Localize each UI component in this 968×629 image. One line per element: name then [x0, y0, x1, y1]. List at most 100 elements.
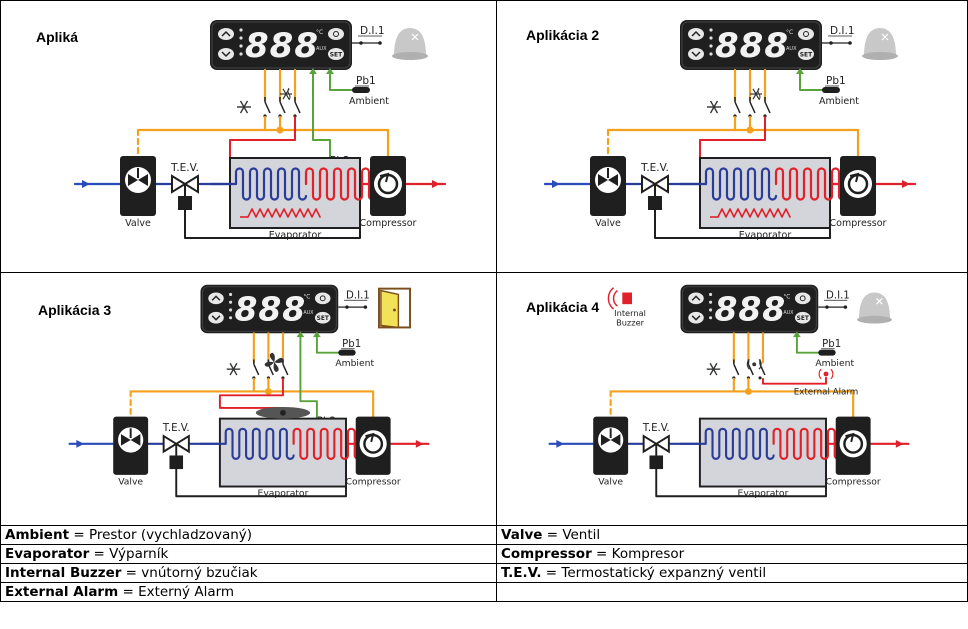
glossary-meaning: Termostatický expanzný ventil	[561, 565, 767, 581]
diagram-3: 888°CAUXSETPb1AmbientPb2D.I.1ValveT.E.V.…	[68, 284, 430, 499]
evaporator: Evaporator	[678, 157, 856, 241]
glossary-separator: =	[121, 565, 142, 581]
di-label: D.I.1	[360, 25, 385, 37]
compressor-label: Compressor	[360, 218, 417, 229]
diagram-2: 888°CAUXSETPb1AmbientD.I.1ValveT.E.V.Eva…	[543, 20, 917, 241]
valve-label: Valve	[118, 477, 143, 488]
set-button-label: SET	[797, 316, 809, 322]
glossary-separator: =	[118, 584, 139, 600]
compressor: Compressor	[360, 156, 417, 229]
ambient-label: Ambient	[819, 96, 859, 107]
up-button-icon	[218, 28, 234, 40]
defrost-icon	[280, 87, 292, 101]
svg-text:°C: °C	[316, 29, 323, 36]
pb1-wire	[799, 69, 823, 91]
valve: Valve	[120, 156, 156, 229]
glossary-separator: =	[69, 527, 89, 543]
power-line	[609, 390, 855, 418]
power-button-icon	[314, 292, 331, 305]
panel-title-3: Aplikácia 3	[36, 301, 114, 319]
snowflake-icon	[706, 362, 721, 376]
evaporator-label: Evaporator	[739, 230, 792, 241]
glossary-meaning: Externý Alarm	[138, 584, 235, 600]
evaporator: Evaporator	[208, 157, 386, 241]
tev: T.E.V.	[162, 423, 190, 470]
glossary-cell: Valve = Ventil	[496, 525, 968, 545]
evaporator-label: Evaporator	[269, 230, 322, 241]
pb1-label: Pb1	[356, 75, 376, 87]
evaporator-label: Evaporator	[738, 488, 789, 499]
red-coil	[292, 427, 371, 460]
alarm-icon	[746, 359, 762, 370]
panel-title-4: Aplikácia 4	[524, 298, 602, 316]
compressor: Compressor	[346, 416, 401, 488]
panel-title-2: Aplikácia 2	[524, 26, 602, 44]
compressor: Compressor	[826, 416, 881, 488]
display-digits: 888	[234, 290, 306, 329]
svg-text:°C: °C	[786, 29, 793, 36]
tev-label: T.E.V.	[640, 162, 669, 174]
snowflake-icon	[237, 100, 251, 114]
power-line	[606, 128, 860, 158]
evaporator: Evaporator	[679, 417, 851, 499]
set-button-label: SET	[330, 52, 343, 59]
glossary-separator: =	[541, 565, 562, 581]
valve-label: Valve	[125, 218, 151, 229]
glossary-term: Internal Buzzer	[5, 565, 122, 581]
external-alarm-label: External Alarm	[794, 387, 859, 397]
set-button	[314, 311, 331, 324]
glossary-cell: Evaporator = Výparník	[0, 544, 497, 564]
red-coil	[774, 167, 856, 201]
pb1-label: Pb1	[342, 339, 361, 350]
ambient-label: Ambient	[815, 358, 854, 369]
glossary-term: External Alarm	[5, 584, 119, 600]
tev: T.E.V.	[642, 423, 670, 470]
bell-icon	[862, 28, 898, 60]
pb1-wire	[315, 332, 340, 354]
tev-label: T.E.V.	[642, 423, 670, 434]
power-button-icon	[794, 292, 811, 305]
ambient-label: Ambient	[335, 358, 374, 369]
blue-coil	[679, 427, 775, 460]
down-button-icon	[218, 48, 234, 60]
display-digits: 888	[714, 290, 786, 329]
glossary-cell: Compressor = Kompresor	[496, 544, 968, 564]
power-line	[136, 128, 390, 158]
bell-icon	[857, 292, 892, 324]
glossary-term: Evaporator	[5, 546, 90, 562]
pb2-wire	[312, 69, 344, 169]
glossary-separator: =	[89, 546, 110, 562]
svg-text:AUX: AUX	[316, 46, 327, 52]
evaporator: Evaporator	[199, 406, 371, 499]
glossary-separator: =	[542, 527, 563, 543]
snowflake-icon	[226, 362, 241, 376]
bell-icon	[392, 28, 428, 60]
display-digits: 888	[245, 26, 319, 66]
valve: Valve	[113, 416, 149, 488]
pb1-wire	[329, 69, 353, 91]
glossary-cell: External Alarm = Externý Alarm	[0, 582, 497, 602]
compressor: Compressor	[830, 156, 887, 229]
svg-text:AUX: AUX	[783, 310, 794, 316]
alarm-icon	[818, 368, 834, 380]
glossary-meaning: Výparník	[109, 546, 169, 562]
blue-coil	[199, 427, 295, 460]
diagram-4: 888°CAUXSETPb1AmbientD.I.1InternalBuzzer…	[548, 284, 910, 499]
glossary-term: Compressor	[501, 546, 592, 562]
pb1-wire	[795, 332, 820, 354]
glossary-meaning: Kompresor	[611, 546, 685, 562]
glossary-cell: Internal Buzzer = vnútorný bzučiak	[0, 563, 497, 583]
di-label: D.I.1	[826, 290, 850, 301]
set-button	[798, 48, 814, 60]
compressor-label: Compressor	[826, 477, 881, 488]
pb1-label: Pb1	[826, 75, 846, 87]
glossary-cell	[496, 582, 968, 602]
glossary-term: Valve	[501, 527, 543, 543]
panel-title-1: Apliká	[34, 28, 81, 46]
compressor-label: Compressor	[346, 477, 401, 488]
fan-icon	[264, 352, 284, 373]
